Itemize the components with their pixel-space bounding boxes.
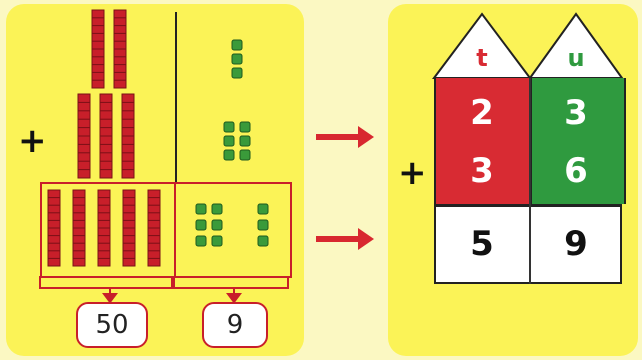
ones-cube [223,135,235,147]
tens-column [434,78,532,204]
ones-cube [195,203,207,215]
result-tens-digit: 5 [470,224,494,264]
arrows [316,126,374,250]
house-roofs [432,12,624,79]
middle-units-digit: 6 [564,151,588,191]
units-column [530,78,626,204]
ones-cube [231,39,243,51]
place-value-house-panel: + t u 2 3 3 6 5 9 [388,4,638,356]
tens-total-box [40,182,176,278]
right-arrow-icon [316,126,374,148]
tens-ones-divider [175,12,177,182]
ones-cube [223,121,235,133]
ones-answer-box: 9 [202,302,268,348]
tens-header: t [476,44,488,72]
column-divider [529,78,531,284]
ones-cube [195,235,207,247]
right-arrow-icon [316,228,374,250]
top-tens-digit: 2 [470,93,494,133]
ones-cube [211,219,223,231]
ones-total-box [174,182,292,278]
ones-cube [223,149,235,161]
ones-cube [257,219,269,231]
top-units-digit: 3 [564,93,588,133]
ones-cubes [195,39,269,247]
base-ten-blocks-panel: + 50 9 [6,4,304,356]
ones-cube [239,135,251,147]
result-row [434,204,622,284]
ones-cube [211,235,223,247]
tens-answer-box: 50 [76,302,148,348]
ones-cube [257,203,269,215]
tens-rods [47,9,161,267]
blocks-canvas [47,9,269,267]
units-header: u [567,44,585,72]
ones-cube [231,67,243,79]
ones-cube [239,149,251,161]
ones-cube [231,53,243,65]
plus-sign: + [18,121,47,161]
result-units-digit: 9 [564,224,588,264]
ones-cube [195,219,207,231]
ones-cube [211,203,223,215]
ones-cube [239,121,251,133]
ones-cube [257,235,269,247]
middle-tens-digit: 3 [470,151,494,191]
plus-sign: + [398,153,427,193]
